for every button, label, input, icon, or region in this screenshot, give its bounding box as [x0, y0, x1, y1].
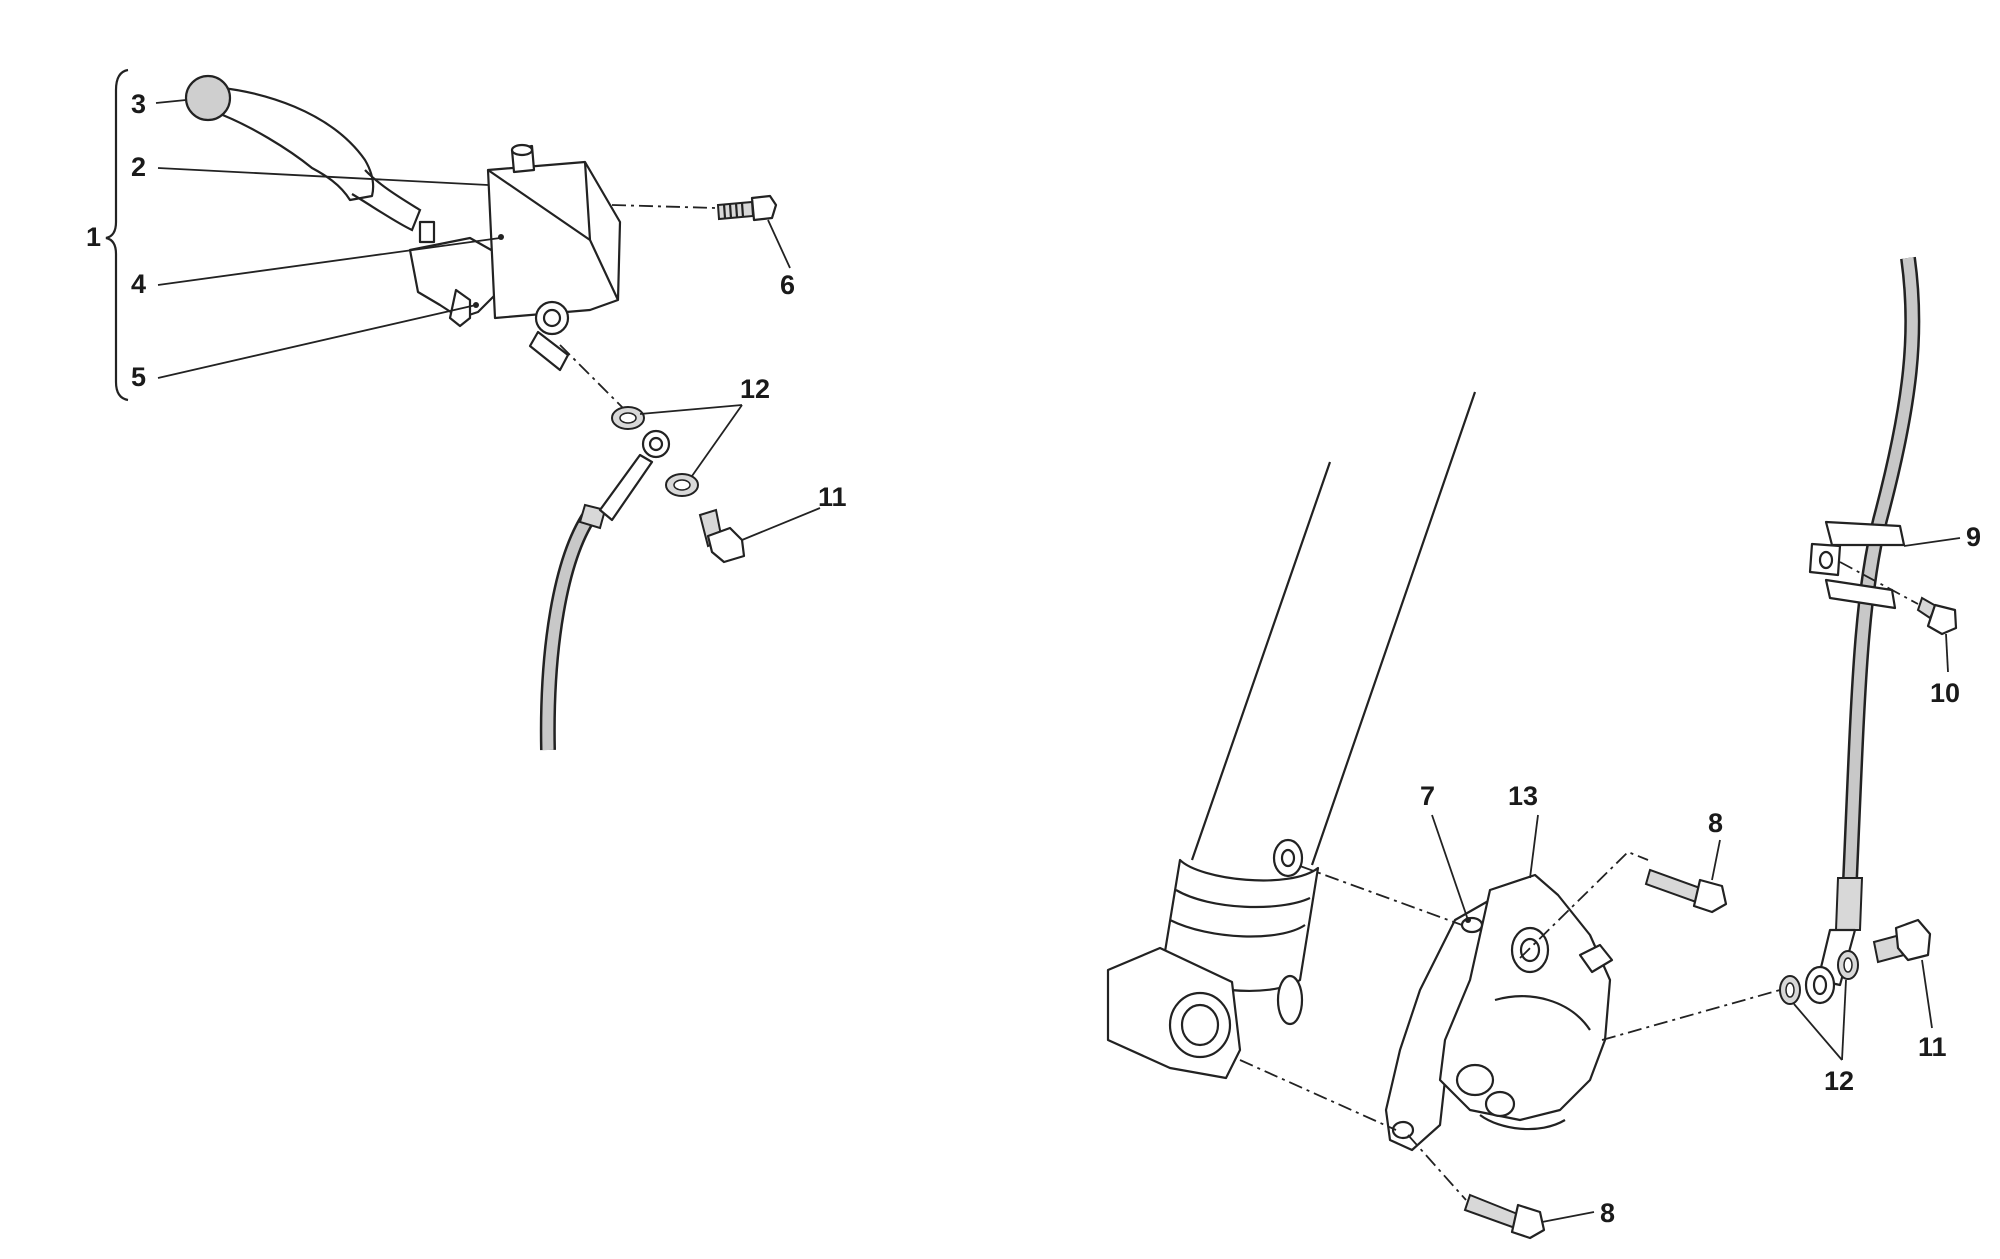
callout-12-left: 12	[740, 374, 770, 404]
bolt-10	[1916, 596, 1958, 636]
callout-9: 9	[1966, 522, 1981, 552]
brake-lever	[213, 86, 375, 202]
leader-lines	[155, 99, 1961, 1223]
callout-11-left: 11	[818, 482, 847, 512]
callout-1: 1	[86, 222, 101, 252]
axis-line-lug-lower	[1239, 1059, 1397, 1131]
axis-line-8-upper	[1519, 850, 1649, 959]
axis-line-8-lower	[1407, 1134, 1467, 1201]
callout-6: 6	[780, 270, 795, 300]
callout-3: 3	[131, 89, 146, 119]
callout-7: 7	[1420, 781, 1435, 811]
banjo-bolt-11-left	[698, 508, 746, 564]
axis-line-banjo	[559, 344, 626, 411]
screw-6	[716, 194, 778, 222]
axis-line-banjo-lower	[1601, 989, 1781, 1041]
banjo-bolt-11-right	[1872, 918, 1932, 964]
master-cylinder-body	[486, 160, 622, 320]
callout-12-right: 12	[1824, 1066, 1854, 1096]
callout-5: 5	[131, 362, 146, 392]
master-cylinder-assembly	[105, 68, 778, 751]
callout-8-lower: 8	[1600, 1198, 1615, 1228]
callout-8-upper: 8	[1708, 808, 1723, 838]
lever-ball-end	[184, 74, 232, 122]
axis-line-10	[1839, 561, 1919, 605]
lever-pivot	[408, 236, 502, 320]
axis-line-lug-upper	[1299, 865, 1463, 926]
caliper-bolt-8-lower	[1463, 1193, 1546, 1240]
caliper-bolt-8-upper	[1644, 868, 1728, 914]
axis-line-6	[611, 204, 717, 209]
callout-13: 13	[1508, 781, 1538, 811]
callout-2: 2	[131, 152, 146, 182]
group-bracket	[105, 68, 129, 402]
fork-caliper-assembly	[1106, 256, 1958, 1240]
hose-clamp-9	[1808, 520, 1906, 610]
brake-caliper	[1438, 873, 1612, 1122]
fork-tube	[1190, 391, 1477, 866]
callout-11-right: 11	[1918, 1032, 1947, 1062]
callout-10: 10	[1930, 678, 1960, 708]
callout-4: 4	[131, 269, 146, 299]
callout-labels: 1 3 2 4 5 6 12 11 7 13 8 8 9 10 11 12	[86, 89, 1981, 1228]
